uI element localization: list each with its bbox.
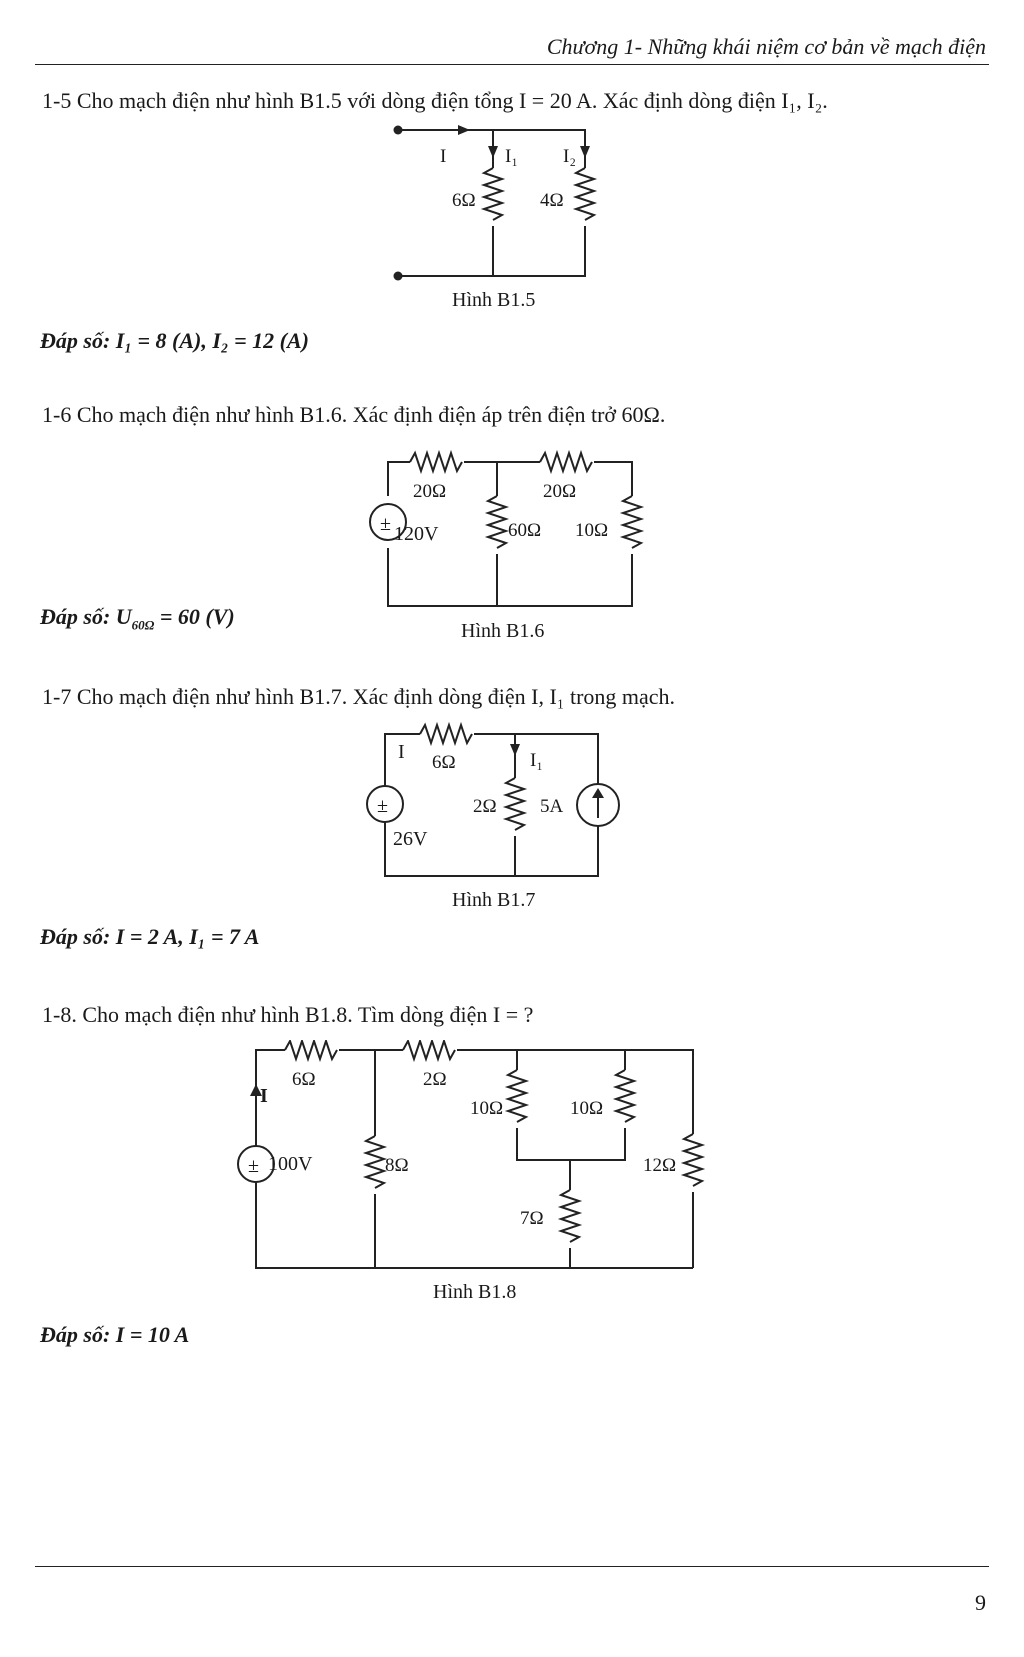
fig1-label-r2: 4Ω (540, 190, 564, 211)
footer-rule (35, 1566, 989, 1567)
answer-1-6-sub: 60Ω (131, 617, 155, 633)
answer-1-6-rest: = 60 (V) (154, 604, 235, 629)
problem-1-8-statement: 1-8. Cho mạch điện như hình B1.8. Tìm dò… (42, 1002, 534, 1027)
fig4-label-r8: 8Ω (385, 1155, 409, 1176)
fig2-label-r-top2: 20Ω (543, 481, 576, 502)
answer-1-8-text: I = 10 A (115, 1322, 190, 1347)
fig3-label-voltage: 26V (393, 828, 428, 850)
answer-1-5-prefix: Đáp số: (40, 328, 116, 353)
problem-1-5-statement: 1-5 Cho mạch điện như hình B1.5 với dòng… (42, 88, 828, 113)
fig4-label-r10a: 10Ω (470, 1098, 503, 1119)
fig1-label-r1: 6Ω (452, 190, 476, 211)
answer-1-5: Đáp số: I₁ = 8 (A), I₂ = 12 (A) (40, 328, 309, 354)
fig4-label-r10b: 10Ω (570, 1098, 603, 1119)
answer-1-8-prefix: Đáp số: (40, 1322, 116, 1347)
fig1-label-i: I (440, 146, 446, 167)
fig2-caption: Hình B1.6 (461, 620, 544, 642)
fig2-label-r-right: 10Ω (575, 520, 608, 541)
fig1-caption: Hình B1.5 (452, 289, 535, 311)
chapter-header: Chương 1- Những khái niệm cơ bản về mạch… (546, 34, 986, 59)
problem-1-7-statement: 1-7 Cho mạch điện như hình B1.7. Xác địn… (42, 684, 676, 709)
fig1-label-i1: I₁ (505, 146, 518, 167)
fig2-label-r-top1: 20Ω (413, 481, 446, 502)
fig3-label-r2: 2Ω (473, 796, 497, 817)
answer-1-7-text: I = 2 A, I₁ = 7 A (115, 924, 260, 949)
fig4-label-r7: 7Ω (520, 1208, 544, 1229)
answer-1-7: Đáp số: I = 2 A, I₁ = 7 A (40, 924, 259, 950)
fig2-label-r-mid: 60Ω (508, 520, 541, 541)
answer-1-7-prefix: Đáp số: (40, 924, 116, 949)
fig4-label-r6: 6Ω (292, 1069, 316, 1090)
answer-1-8: Đáp số: I = 10 A (40, 1322, 189, 1348)
fig1-label-i2: I₂ (563, 146, 576, 167)
fig4-label-i: I (260, 1085, 268, 1107)
fig3-label-is: 5A (540, 796, 564, 817)
fig2-source-sign: ± (380, 513, 391, 535)
fig3-label-i1: I₁ (530, 750, 543, 771)
fig4-caption: Hình B1.8 (433, 1281, 516, 1300)
fig2-label-voltage: 120V (394, 523, 439, 545)
header-rule (35, 64, 989, 65)
answer-1-6-prefix: Đáp số: (40, 604, 116, 629)
answer-1-6-main: U (115, 604, 132, 629)
fig4-source-sign: ± (248, 1155, 259, 1177)
fig3-source-sign: ± (377, 795, 388, 817)
fig4-label-r12: 12Ω (643, 1155, 676, 1176)
figure-b1-6: ± 20Ω 20Ω 60Ω 10Ω 120V Hình B1.6 (369, 449, 645, 642)
fig3-caption: Hình B1.7 (452, 889, 535, 911)
fig3-label-i: I (398, 741, 405, 763)
fig3-label-r1: 6Ω (432, 752, 456, 773)
figure-b1-7: ± I 6Ω I₁ 2Ω 5A 26V Hình B1.7 (366, 722, 620, 911)
page-number: 9 (975, 1590, 986, 1615)
answer-1-5-text: I₁ = 8 (A), I₂ = 12 (A) (115, 328, 309, 353)
problem-1-6-statement: 1-6 Cho mạch điện như hình B1.6. Xác địn… (42, 402, 666, 427)
answer-1-6: Đáp số: U60Ω = 60 (V) (40, 604, 235, 633)
figure-b1-5: I I₁ I₂ 6Ω 4Ω Hình B1.5 (393, 125, 598, 311)
fig4-label-r2: 2Ω (423, 1069, 447, 1090)
fig4-label-voltage: 100V (268, 1153, 313, 1175)
figure-b1-8: ± I 6Ω 2Ω 10Ω 10Ω 100V 8Ω 12Ω 7Ω Hình B1… (237, 1040, 706, 1300)
